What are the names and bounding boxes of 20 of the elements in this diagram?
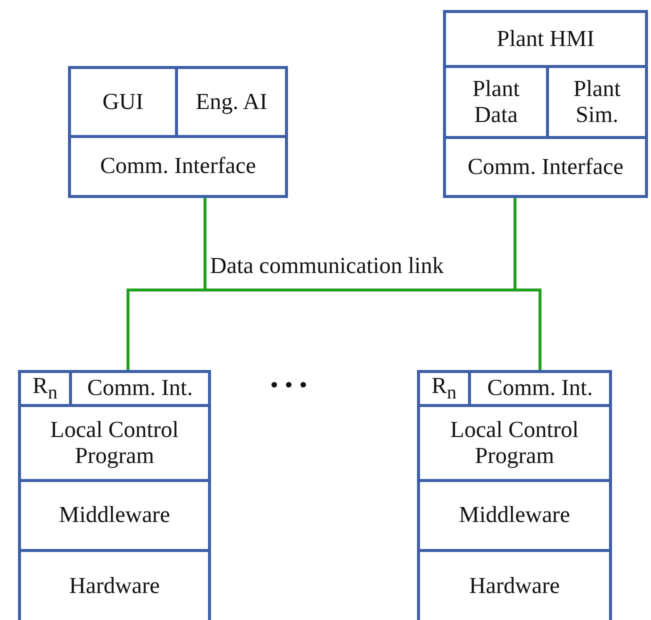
cell-label: R$_{n}$ (32, 372, 58, 404)
cell-label: GUI (102, 88, 144, 116)
cell-label: Middleware (458, 502, 570, 529)
cell-label: Plant HMI (496, 26, 594, 52)
cell-label: Middleware (58, 502, 170, 529)
cell-label: Hardware (469, 572, 560, 600)
cell-label: Local Control Program (49, 416, 180, 470)
bus-label: Data communication link (210, 253, 444, 279)
ellipsis-mark: ... (270, 358, 314, 396)
connector-line (514, 198, 542, 370)
cell-label: Comm. Interface (468, 154, 624, 180)
cell-label: Hardware (69, 572, 160, 600)
cell-label: Comm. Interface (100, 153, 256, 180)
cell-label: Plant Data (471, 76, 521, 128)
cell-label: R$_{n}$ (432, 372, 456, 404)
cell-label: Eng. AI (196, 88, 268, 116)
cell-label: Local Control Program (449, 416, 580, 470)
cell-label: Plant Sim. (572, 76, 622, 128)
cell-label: Comm. Int. (87, 375, 193, 402)
cell-label: Comm. Int. (487, 375, 593, 402)
